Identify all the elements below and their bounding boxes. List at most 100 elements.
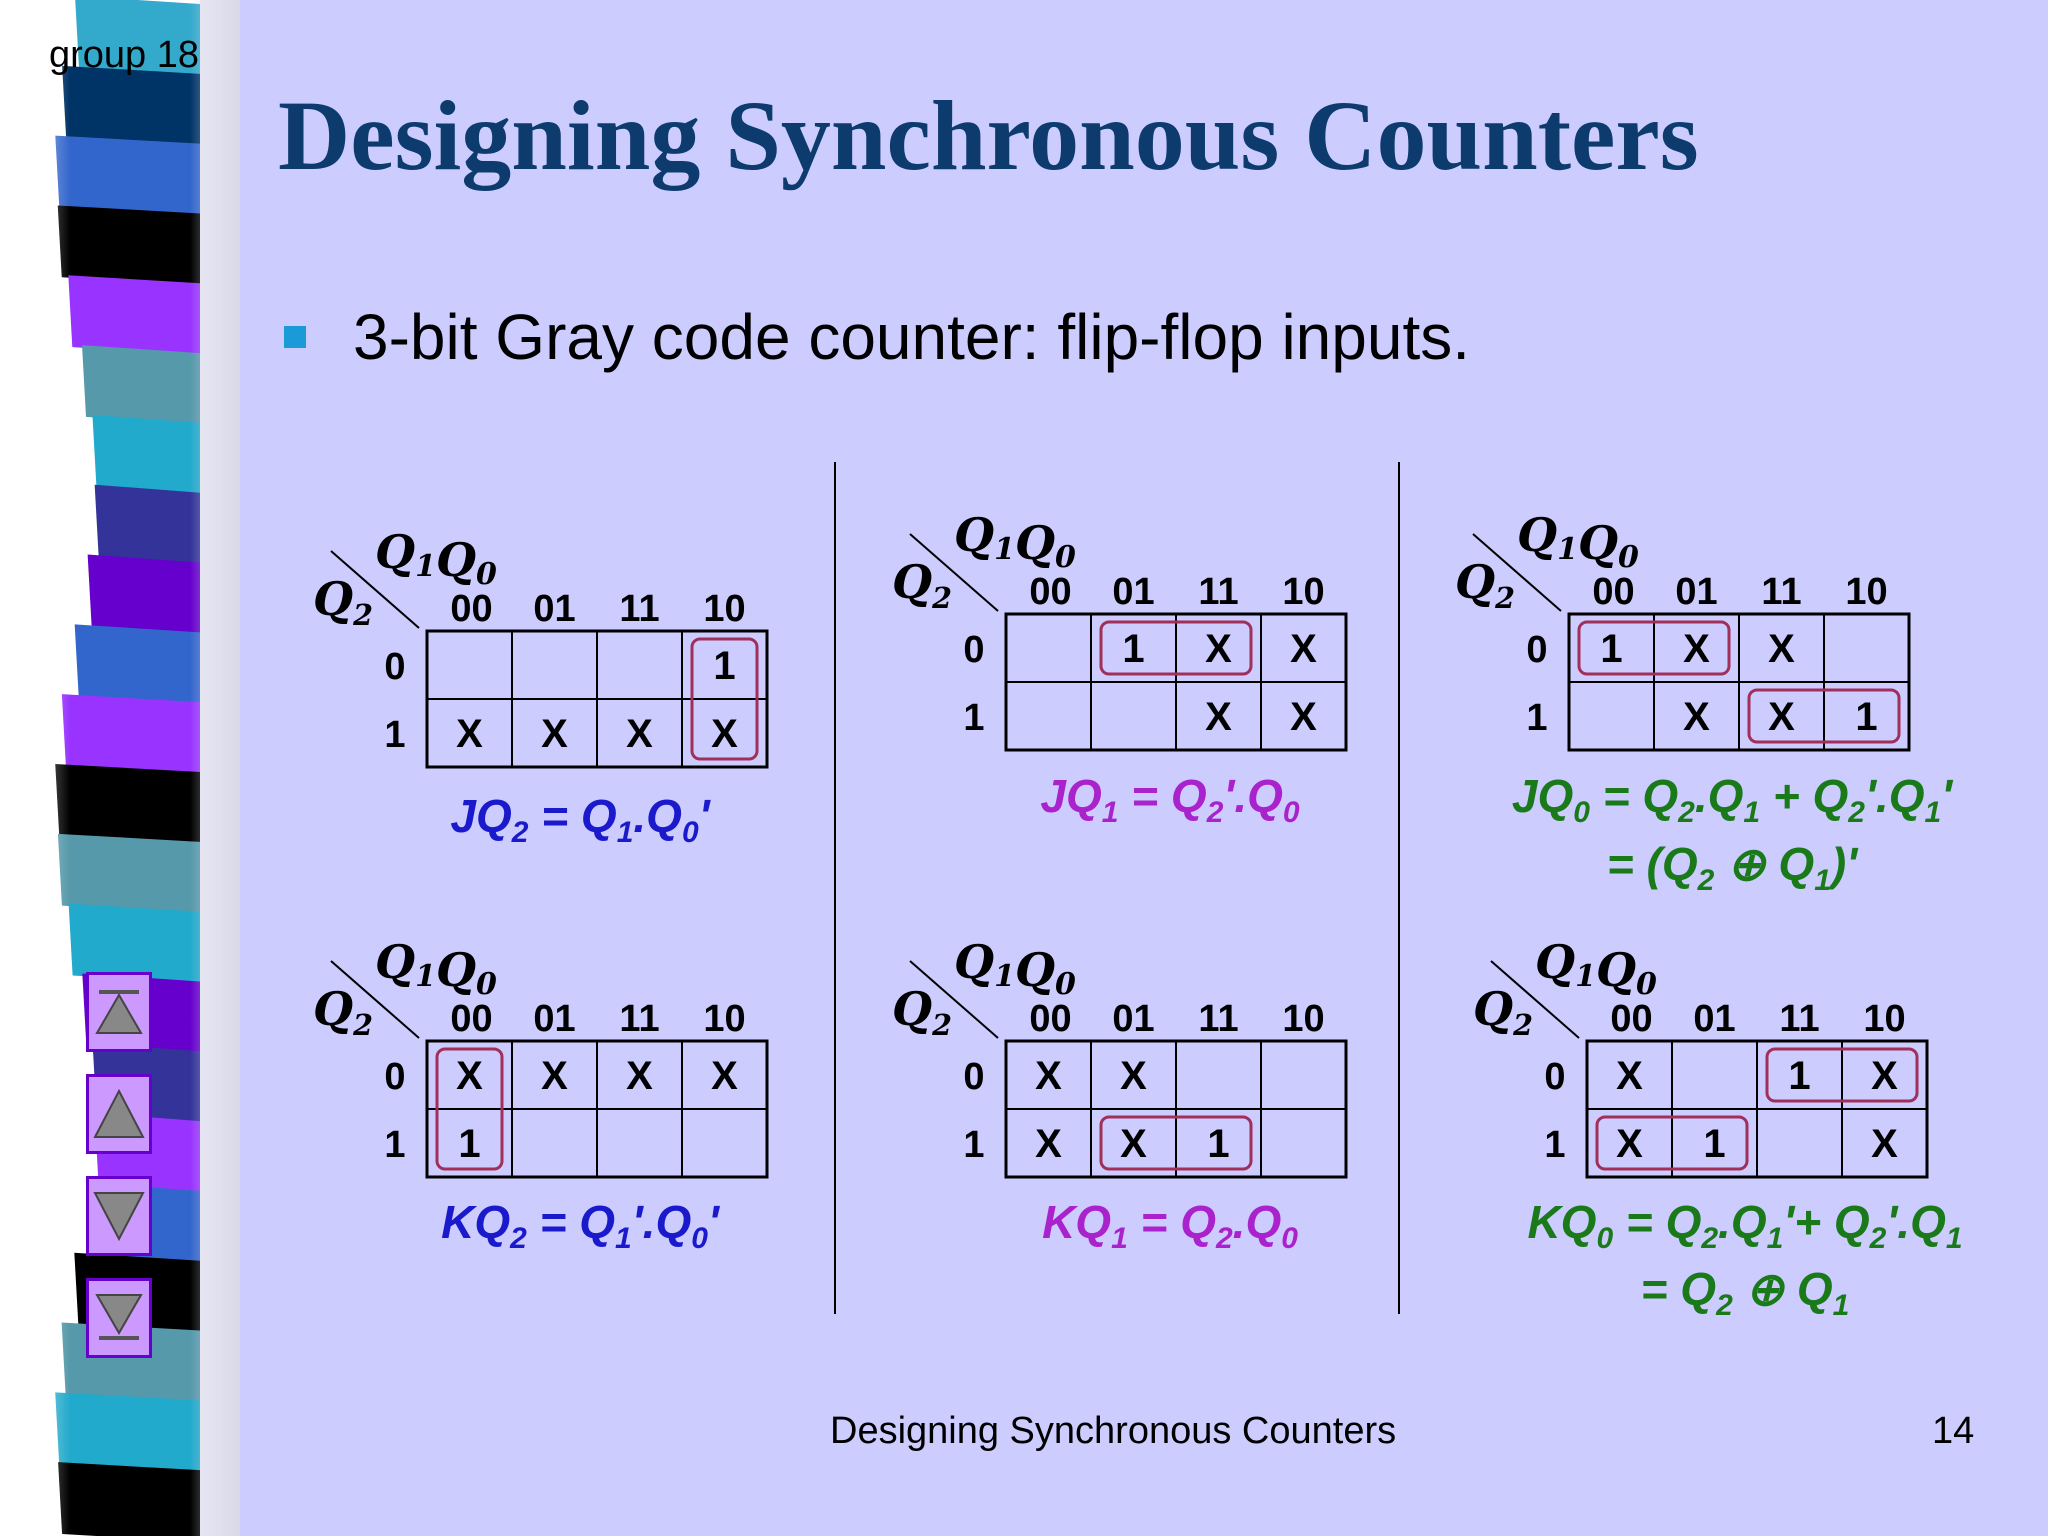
kmap-diagonal — [1472, 533, 1562, 612]
up-triangle-icon — [93, 1088, 145, 1138]
previous-slide-button[interactable] — [86, 1074, 152, 1154]
kmap-row-code: 0 — [384, 1056, 405, 1098]
kmap-col-code: 11 — [1779, 998, 1819, 1040]
group-label: group 18 — [49, 34, 200, 76]
kmap-row-code: 1 — [384, 1124, 405, 1166]
kmap-diagonal — [909, 533, 999, 612]
page-number: 14 — [1932, 1410, 1975, 1452]
kmap-col-code: 10 — [1863, 998, 1905, 1040]
kmap-group-loop — [690, 637, 759, 761]
kmap-cell: X — [1683, 695, 1710, 739]
kmap-cell: X — [456, 1054, 483, 1098]
kmap-row-variable: Q2 — [1473, 982, 1533, 1042]
kmap-col-code: 10 — [1282, 571, 1324, 613]
next-slide-button[interactable] — [86, 1176, 152, 1256]
kmap-col-code: 00 — [1592, 571, 1634, 613]
kmap-diagonal — [330, 550, 420, 629]
kmap-cell: X — [456, 712, 483, 756]
kmap-col-variables: Q1Q0 — [954, 508, 1076, 575]
equation-kq1: KQ1 = Q2.Q0 — [1042, 1196, 1298, 1255]
kmap-row-variable: Q2 — [892, 982, 952, 1042]
kmap-cell: X — [1871, 1054, 1898, 1098]
kmap-cell: X — [1035, 1054, 1062, 1098]
kmap-col-code: 00 — [1029, 998, 1071, 1040]
down-triangle-icon — [93, 1192, 145, 1242]
kmap-col-code: 11 — [619, 588, 659, 630]
kmap-cell: X — [1768, 695, 1795, 739]
equation-kq0-line2: = Q2 ⊕ Q1 — [1641, 1263, 1850, 1322]
kmap-group-loop — [1747, 688, 1901, 744]
kmap-group-loop — [1595, 1115, 1749, 1171]
kmap-cell: X — [1616, 1054, 1643, 1098]
kmap-group-loop — [1099, 1115, 1253, 1171]
kmap-cell: X — [1683, 627, 1710, 671]
decorative-stripe-bar — [0, 0, 240, 1536]
kmap-cell: X — [541, 712, 568, 756]
kmap-row-code: 0 — [1526, 629, 1547, 671]
footer-title: Designing Synchronous Counters — [830, 1410, 1397, 1452]
kmap-col-code: 10 — [703, 998, 745, 1040]
kmap-row-code: 0 — [384, 646, 405, 688]
last-slide-button[interactable] — [86, 1278, 152, 1358]
kmap-group-loop — [1099, 620, 1253, 676]
kmap-cell: X — [541, 1054, 568, 1098]
kmap-cell: X — [626, 712, 653, 756]
kmap-row-code: 0 — [1544, 1056, 1565, 1098]
kmap-cell: 1 — [1788, 1054, 1810, 1098]
kmap-group-loop — [1577, 620, 1731, 676]
kmap-cell: X — [1290, 627, 1317, 671]
kmap-cell: 1 — [1122, 627, 1144, 671]
equation-jq0-line2: = (Q2 ⊕ Q1)' — [1607, 838, 1859, 897]
kmap-col-variables: Q1Q0 — [375, 935, 497, 1002]
equation-jq0: JQ0 = Q2.Q1 + Q2'.Q1' — [1512, 770, 1954, 829]
kmap-col-variables: Q1Q0 — [375, 525, 497, 592]
kmap-cell: X — [1616, 1122, 1643, 1166]
kmap-col-code: 10 — [703, 588, 745, 630]
slide-title: Designing Synchronous Counters — [278, 80, 1699, 191]
kmap-row-code: 1 — [963, 697, 984, 739]
kmap-cell: X — [711, 1054, 738, 1098]
kmap-col-code: 11 — [1761, 571, 1801, 613]
kmap-col-code: 00 — [1029, 571, 1071, 613]
kmap-col-code: 00 — [1610, 998, 1652, 1040]
kmap-cell: 1 — [1600, 627, 1622, 671]
equation-kq2: KQ2 = Q1'.Q0' — [441, 1196, 721, 1255]
kmap-col-variables: Q1Q0 — [1517, 508, 1639, 575]
kmap-row-code: 1 — [384, 714, 405, 756]
kmap-col-variables: Q1Q0 — [1535, 935, 1657, 1002]
kmap-cell: X — [1205, 695, 1232, 739]
equation-jq2: JQ2 = Q1.Q0' — [450, 790, 711, 849]
kmap-group-loop — [435, 1047, 504, 1171]
kmap-row-variable: Q2 — [313, 572, 373, 632]
kmap-cell: X — [711, 712, 738, 756]
kmap-col-code: 01 — [1675, 571, 1717, 613]
kmap-row-variable: Q2 — [1455, 555, 1515, 615]
kmap-cell: 1 — [1207, 1122, 1229, 1166]
kmap-cell: X — [1290, 695, 1317, 739]
kmap-cell: 1 — [1703, 1122, 1725, 1166]
kmap-col-code: 11 — [619, 998, 659, 1040]
kmap-col-code: 11 — [1198, 571, 1238, 613]
bullet-square-icon — [284, 326, 306, 348]
kmap-diagonal — [330, 960, 420, 1039]
kmap-cell: X — [1035, 1122, 1062, 1166]
kmap-row-variable: Q2 — [313, 982, 373, 1042]
first-slide-button[interactable] — [86, 972, 152, 1052]
kmap-row-variable: Q2 — [892, 555, 952, 615]
kmap-cell: 1 — [458, 1122, 480, 1166]
kmap-cell: X — [1768, 627, 1795, 671]
kmap-diagonal — [1490, 960, 1580, 1039]
last-icon — [95, 1294, 143, 1340]
kmap-col-code: 01 — [1112, 998, 1154, 1040]
kmap-row-code: 0 — [963, 629, 984, 671]
kmap-cell: X — [1120, 1054, 1147, 1098]
kmap-row-code: 1 — [1526, 697, 1547, 739]
kmap-row-code: 1 — [1544, 1124, 1565, 1166]
kmap-cell: 1 — [1855, 695, 1877, 739]
kmap-group-loop — [1765, 1047, 1919, 1103]
